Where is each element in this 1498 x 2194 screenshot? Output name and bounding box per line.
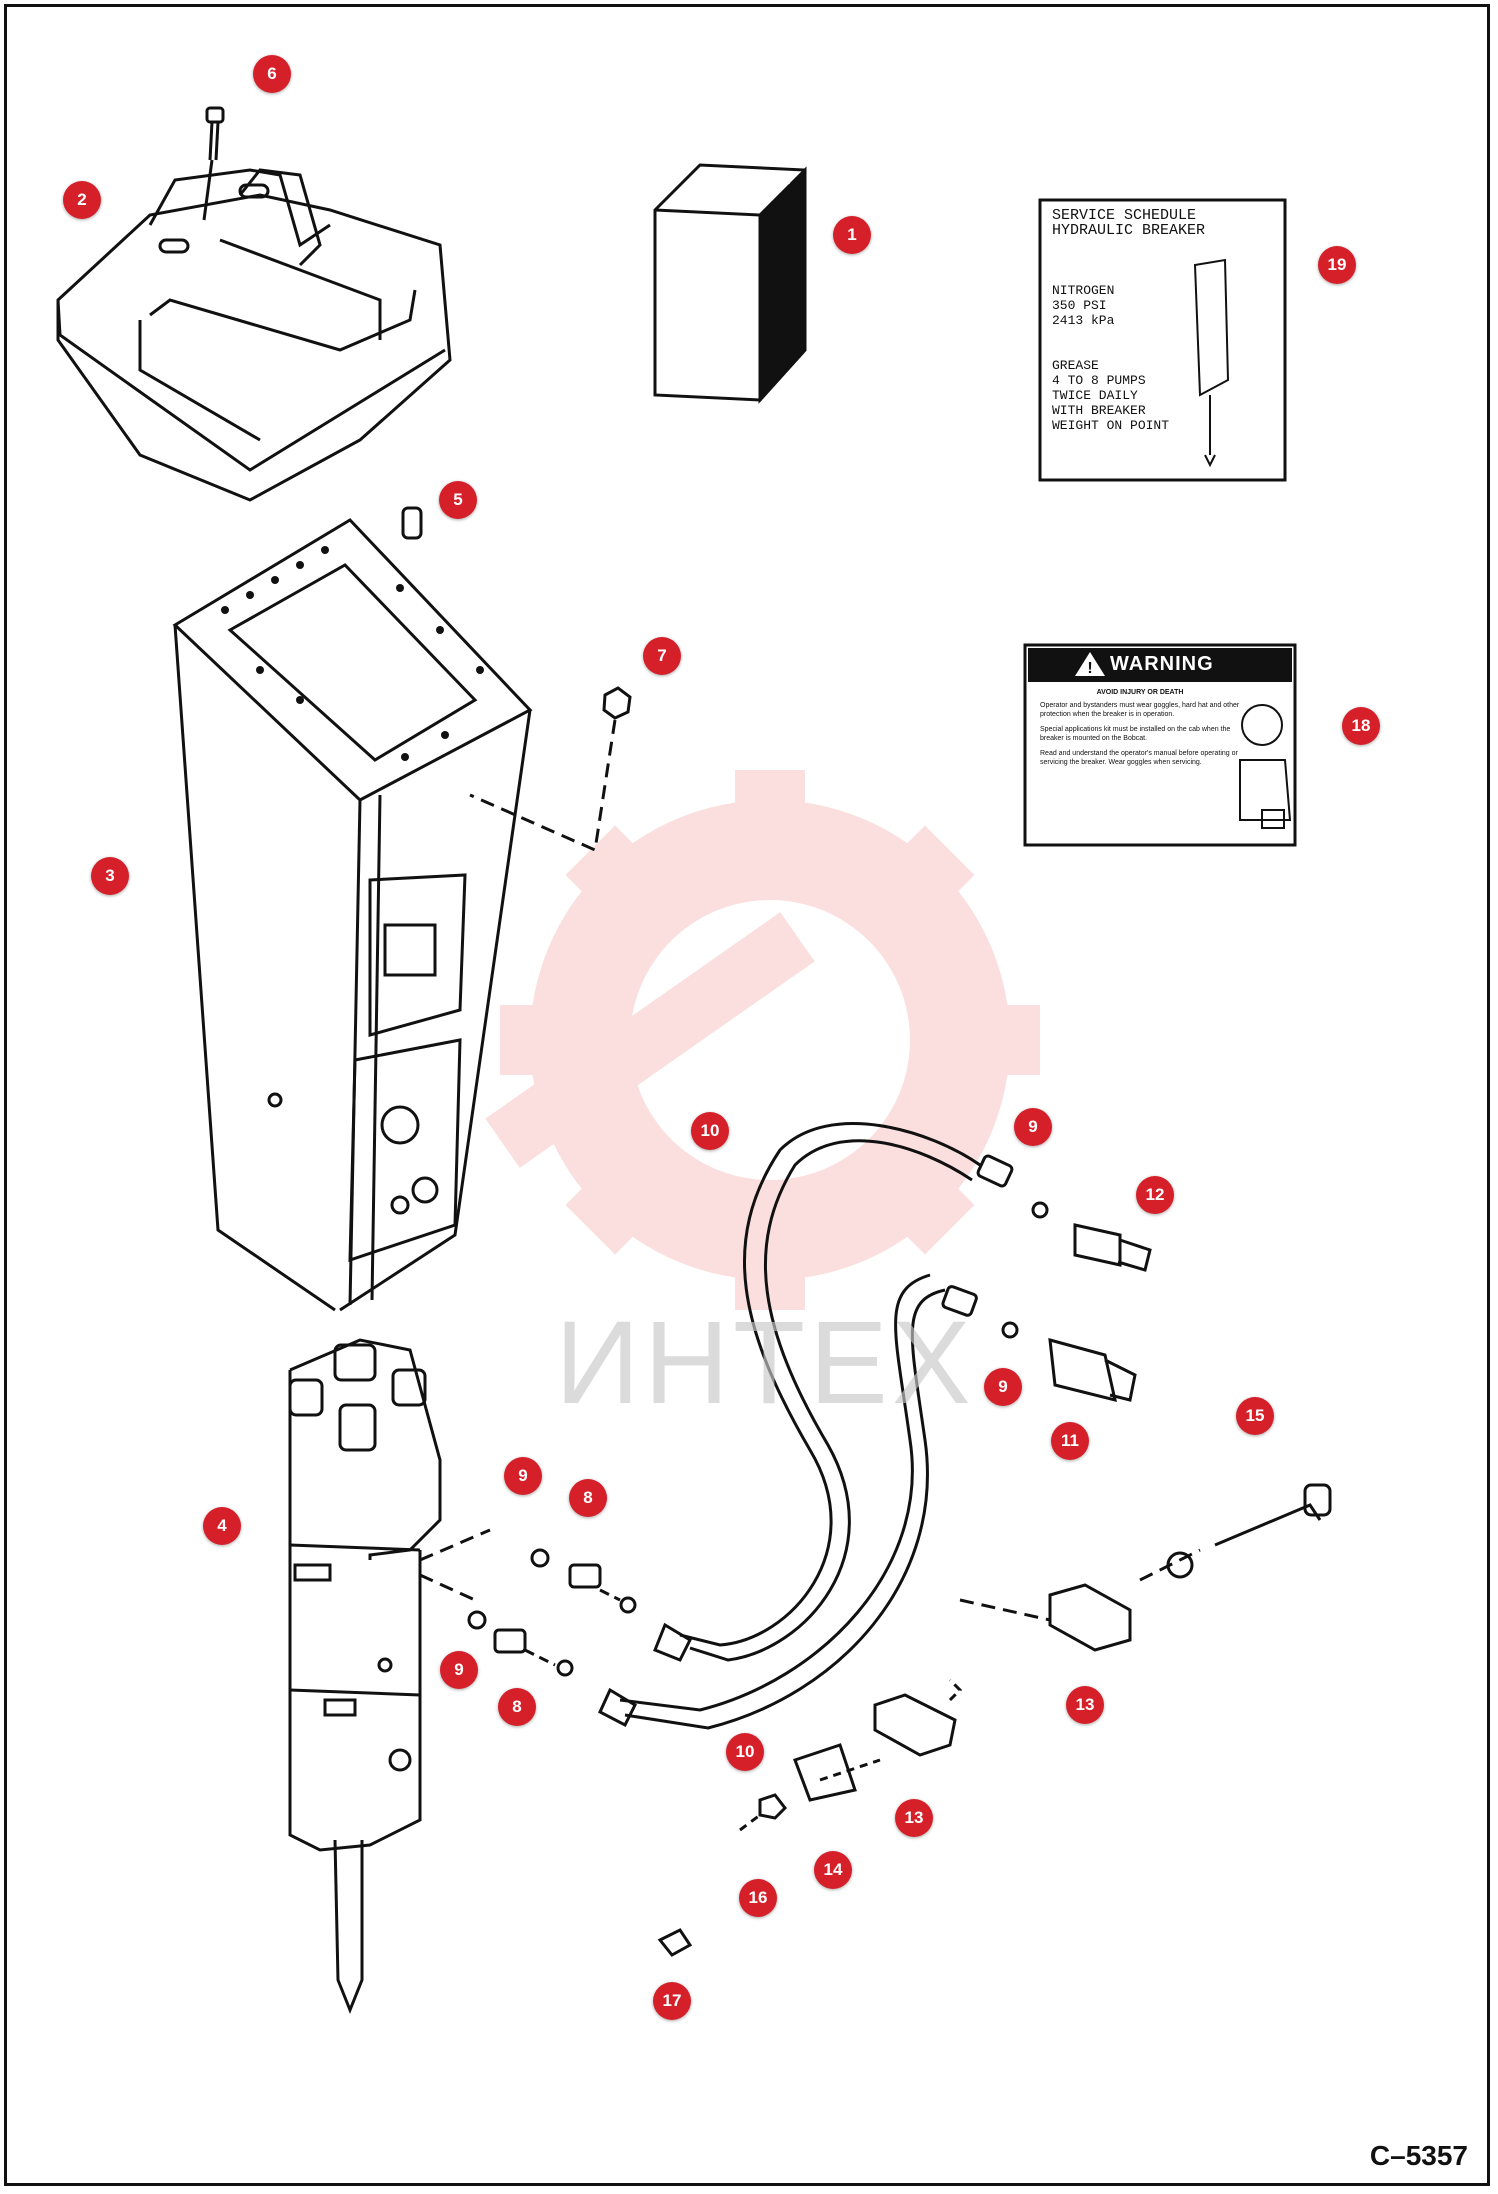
callout-5[interactable]: 5: [439, 481, 477, 519]
service-decal-title-2: HYDRAULIC BREAKER: [1052, 222, 1206, 239]
nitrogen-psi: 350 PSI: [1052, 298, 1107, 313]
callout-14[interactable]: 14: [814, 1851, 852, 1889]
warning-decal-body: AVOID INJURY OR DEATH Operator and bysta…: [1040, 688, 1240, 767]
page-border: [4, 4, 1490, 2186]
warning-bullet-2: Special applications kit must be install…: [1040, 726, 1231, 742]
callout-2[interactable]: 2: [63, 181, 101, 219]
callout-9-right-lower[interactable]: 9: [984, 1368, 1022, 1406]
nitrogen-kpa: 2413 kPa: [1052, 313, 1115, 328]
manual-book-part: [653, 163, 807, 404]
callout-15[interactable]: 15: [1236, 1397, 1274, 1435]
warning-subheader: AVOID INJURY OR DEATH: [1096, 689, 1184, 696]
warning-decal-text: WARNING: [1110, 653, 1290, 676]
callout-12[interactable]: 12: [1136, 1176, 1174, 1214]
callout-8-upper[interactable]: 8: [569, 1479, 607, 1517]
callout-9-right-upper[interactable]: 9: [1014, 1108, 1052, 1146]
grease-line-1: 4 TO 8 PUMPS: [1052, 373, 1146, 388]
grease-line-2: TWICE DAILY: [1052, 388, 1138, 403]
watermark-logo: [485, 770, 1040, 1310]
clamp-hardware: [657, 1483, 1332, 1957]
nitrogen-label: NITROGEN: [1052, 283, 1115, 298]
callout-17[interactable]: 17: [653, 1982, 691, 2020]
callout-3[interactable]: 3: [91, 857, 129, 895]
grease-label: GREASE: [1052, 358, 1099, 373]
warning-header: WARNING: [1110, 653, 1214, 675]
callout-7[interactable]: 7: [643, 637, 681, 675]
watermark-text: ИНТЕХ: [555, 1297, 975, 1429]
callout-6[interactable]: 6: [253, 55, 291, 93]
warning-bullet-1: Operator and bystanders must wear goggle…: [1040, 702, 1240, 718]
drawing-code: C–5357: [1369, 2140, 1468, 2171]
pin-part-5: [401, 506, 423, 540]
callout-13-right[interactable]: 13: [1066, 1686, 1104, 1724]
callout-13-center[interactable]: 13: [895, 1799, 933, 1837]
callout-1[interactable]: 1: [833, 216, 871, 254]
grease-line-4: WEIGHT ON POINT: [1052, 418, 1170, 433]
callout-8-lower[interactable]: 8: [498, 1688, 536, 1726]
service-schedule-decal: [1038, 198, 1287, 482]
callout-9-left-lower[interactable]: 9: [440, 1651, 478, 1689]
nut-part-7: [469, 686, 632, 853]
callout-18[interactable]: 18: [1342, 707, 1380, 745]
hydraulic-hoses: [598, 1122, 1014, 1730]
callout-10-lower[interactable]: 10: [726, 1733, 764, 1771]
warning-bullet-3: Read and understand the operator's manua…: [1040, 750, 1238, 766]
callout-4[interactable]: 4: [203, 1507, 241, 1545]
mounting-frame-part: [56, 168, 452, 502]
callout-16[interactable]: 16: [739, 1879, 777, 1917]
service-decal-title-1: SERVICE SCHEDULE: [1052, 207, 1197, 224]
breaker-body-part: [288, 1338, 442, 2015]
callout-9-left-upper[interactable]: 9: [504, 1457, 542, 1495]
fittings-and-orings: [419, 1528, 637, 1677]
bolt-part-6: [202, 106, 225, 221]
service-decal-text: SERVICE SCHEDULE HYDRAULIC BREAKER NITRO…: [1052, 208, 1277, 433]
callout-19[interactable]: 19: [1318, 246, 1356, 284]
svg-text:!: !: [1087, 660, 1092, 677]
warning-decal: !: [1023, 643, 1297, 847]
breaker-housing-part: [172, 518, 533, 1312]
callout-11[interactable]: 11: [1051, 1422, 1089, 1460]
grease-line-3: WITH BREAKER: [1052, 403, 1146, 418]
quick-couplers: [1001, 1201, 1152, 1403]
callout-10-upper[interactable]: 10: [691, 1112, 729, 1150]
